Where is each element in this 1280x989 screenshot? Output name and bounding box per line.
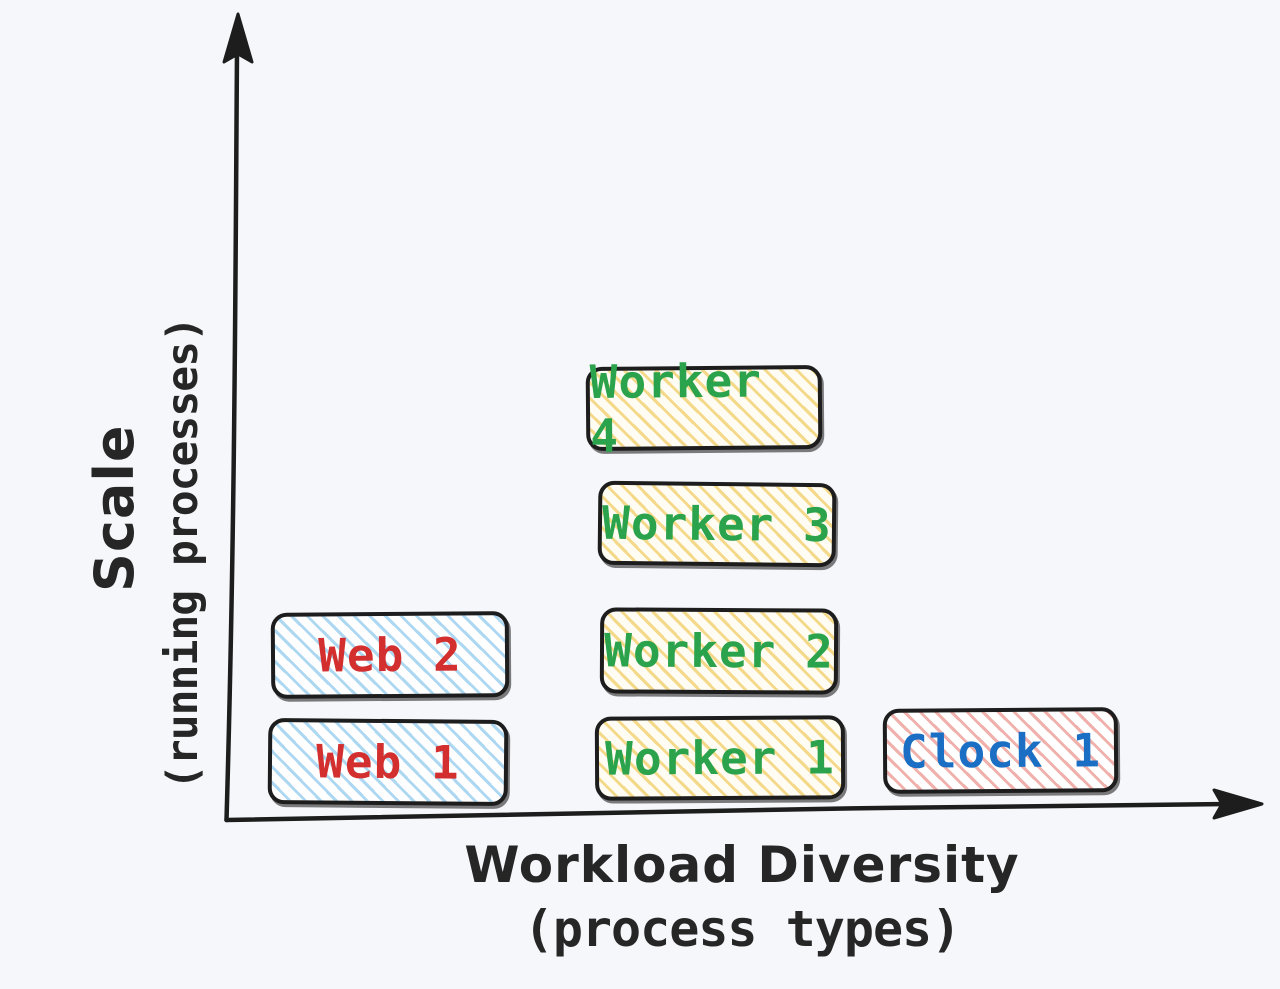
y-axis-label-main: Scale: [83, 424, 146, 592]
y-axis-line: [224, 49, 240, 823]
process-box-worker-3[interactable]: Worker 3: [597, 480, 837, 568]
process-box-label: Worker 4: [589, 353, 763, 463]
x-axis-line: [224, 801, 1231, 823]
process-box-label: Web 2: [318, 627, 462, 683]
x-axis-label-sub: (process types): [523, 900, 962, 958]
x-axis-label-main: Workload Diversity: [464, 836, 1020, 894]
process-box-label: Clock 1: [899, 722, 1102, 779]
process-box-label: Worker 3: [601, 495, 833, 553]
process-box-web-1[interactable]: Web 1: [267, 717, 509, 807]
process-box-label: Web 1: [316, 734, 460, 790]
process-box-worker-1[interactable]: Worker 1: [594, 715, 846, 801]
process-box-label: Worker 2: [604, 623, 834, 679]
y-axis-arrowhead: [222, 12, 254, 64]
process-box-clock-1[interactable]: Clock 1: [882, 707, 1119, 794]
x-axis-arrowhead: [1212, 788, 1264, 820]
y-axis-label-sub: (running processes): [158, 317, 208, 790]
process-box-worker-4[interactable]: Worker 4: [585, 353, 823, 463]
process-box-label: Worker 1: [605, 730, 835, 786]
process-box-web-2[interactable]: Web 2: [270, 611, 510, 699]
process-box-worker-2[interactable]: Worker 2: [599, 607, 839, 695]
